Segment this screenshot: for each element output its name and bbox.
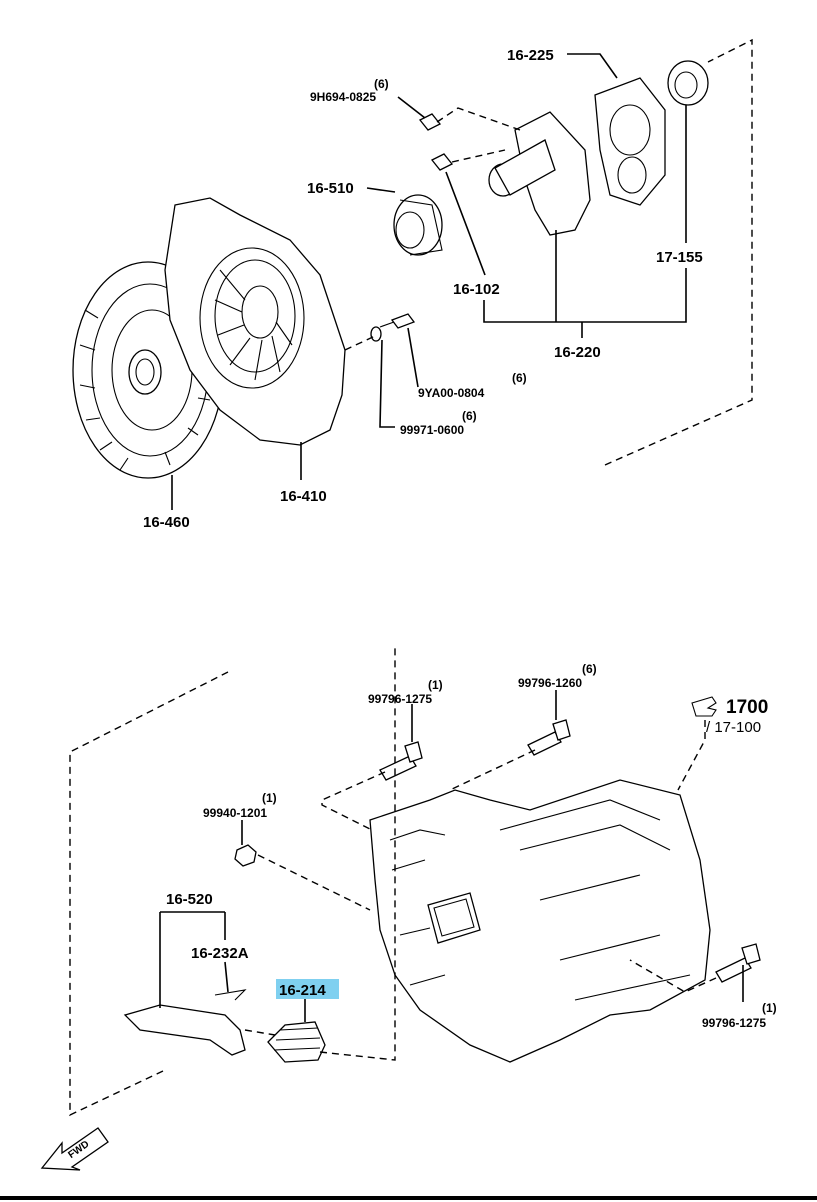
- highlight-16-214: [276, 979, 339, 999]
- transmission-case: [369, 779, 711, 1063]
- gasket: [594, 77, 666, 206]
- label-16-214[interactable]: 16-214: [279, 982, 326, 999]
- label-9ya00: 9YA00-0804: [418, 386, 485, 400]
- label-99940-qty: (1): [262, 791, 277, 805]
- label-99971-qty: (6): [462, 409, 477, 423]
- release-bearing: [393, 194, 443, 256]
- pressure-plate: [164, 197, 346, 446]
- leaders-bottom: [159, 690, 744, 1022]
- bolt-16-102: [430, 153, 454, 171]
- label-1275a: 99796-1275: [368, 692, 432, 706]
- washer-99971: [370, 326, 382, 342]
- bolt-99796-1275b: [715, 957, 752, 983]
- label-17-155: 17-155: [656, 249, 703, 266]
- label-16-232a: 16-232A: [191, 945, 249, 962]
- bolt-99796-1275a: [379, 755, 417, 781]
- label-16-225: 16-225: [507, 47, 554, 64]
- label-16-510: 16-510: [307, 180, 354, 197]
- label-ref-1700: 1700: [726, 697, 768, 718]
- bolt-9ya00: [379, 313, 416, 329]
- bolt-head-1275b: [741, 943, 761, 965]
- label-16-520: 16-520: [166, 891, 213, 908]
- label-9ya00-qty: (6): [512, 371, 527, 385]
- label-9h694: 9H694-0825: [310, 90, 376, 104]
- boot-16-214: [267, 1021, 326, 1063]
- oil-seal: [667, 60, 709, 106]
- clip-16-232a: [214, 989, 247, 1001]
- leaders-top: [171, 53, 687, 510]
- label-16-102: 16-102: [453, 281, 500, 298]
- label-1275a-qty: (1): [428, 678, 443, 692]
- label-99940: 99940-1201: [203, 806, 267, 820]
- nut-99940: [234, 844, 257, 867]
- label-16-220: 16-220: [554, 344, 601, 361]
- label-1260: 99796-1260: [518, 676, 582, 690]
- label-1260-qty: (6): [582, 662, 597, 676]
- boundary-top: [604, 38, 753, 466]
- bolt-head-1260: [552, 719, 571, 741]
- pointer-hand-icon: [691, 696, 717, 717]
- boundary-bottom: [69, 671, 229, 1117]
- dash-connectors-bottom: [244, 645, 717, 1061]
- dash-connectors-top: [344, 107, 521, 351]
- bottom-rule: [0, 1196, 817, 1200]
- label-ref-17-100: / 17-100: [706, 719, 761, 736]
- bearing-retainer: [488, 111, 591, 236]
- label-99971: 99971-0600: [400, 423, 464, 437]
- label-1275b: 99796-1275: [702, 1016, 766, 1030]
- label-1275b-qty: (1): [762, 1001, 777, 1015]
- release-fork: [123, 1004, 246, 1056]
- label-16-460: 16-460: [143, 514, 190, 531]
- label-16-410: 16-410: [280, 488, 327, 505]
- label-9h694-qty: (6): [374, 77, 389, 91]
- bolt-head-1275a: [404, 741, 423, 763]
- fwd-arrow-icon: FWD: [40, 1127, 109, 1171]
